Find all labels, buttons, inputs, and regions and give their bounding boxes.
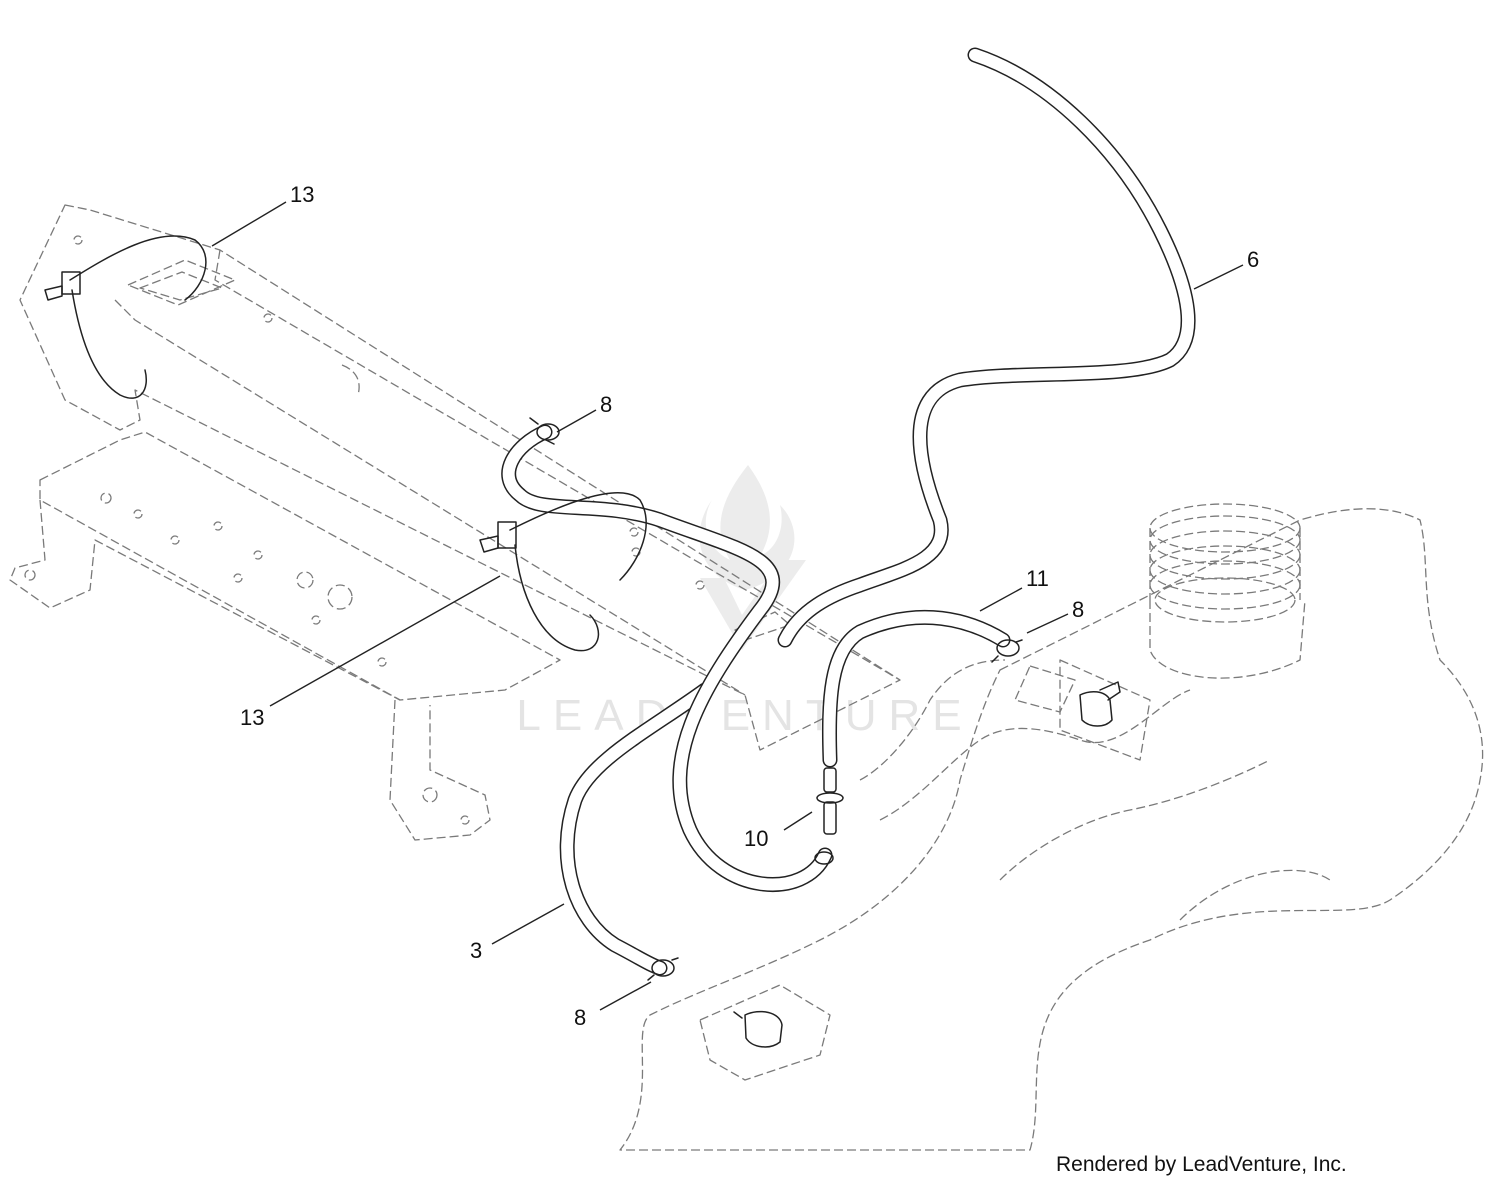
filler-neck — [1149, 503, 1301, 623]
fuel-tank — [619, 508, 1484, 1151]
callout-3: 3 — [470, 938, 482, 963]
hose-clamp-bottom — [647, 957, 679, 981]
leader-lines — [211, 201, 1244, 1011]
callout-13-top: 13 — [290, 182, 314, 207]
callout-6: 6 — [1247, 247, 1259, 272]
frame-crossmember — [19, 204, 901, 751]
render-credit: Rendered by LeadVenture, Inc. — [1056, 1153, 1347, 1176]
callout-13-bottom: 13 — [240, 705, 264, 730]
tank-vent-fitting-right — [1079, 681, 1121, 727]
watermark-text: LEADVENTURE — [516, 691, 973, 740]
watermark: LEADVENTURE — [516, 465, 973, 740]
mounting-plate — [9, 431, 561, 841]
callout-8-bottom: 8 — [574, 1005, 586, 1030]
cable-tie-upper — [44, 235, 207, 399]
hose-6 — [777, 47, 1196, 648]
hose-3 — [559, 682, 713, 976]
callout-8-upper: 8 — [600, 392, 612, 417]
callout-11: 11 — [1026, 566, 1049, 591]
callout-8-right: 8 — [1072, 597, 1084, 622]
tee-fitting-10 — [814, 767, 844, 865]
hose-loop — [501, 424, 833, 892]
callouts: 13 6 8 11 8 13 10 3 8 — [240, 182, 1259, 1030]
callout-10: 10 — [744, 826, 768, 851]
hose-clamp-right — [991, 639, 1023, 663]
tank-vent-fitting-bottom — [733, 1010, 783, 1048]
hose-11 — [821, 609, 1011, 768]
hose-clamp-upper — [529, 417, 560, 445]
cable-tie-lower — [479, 492, 647, 652]
